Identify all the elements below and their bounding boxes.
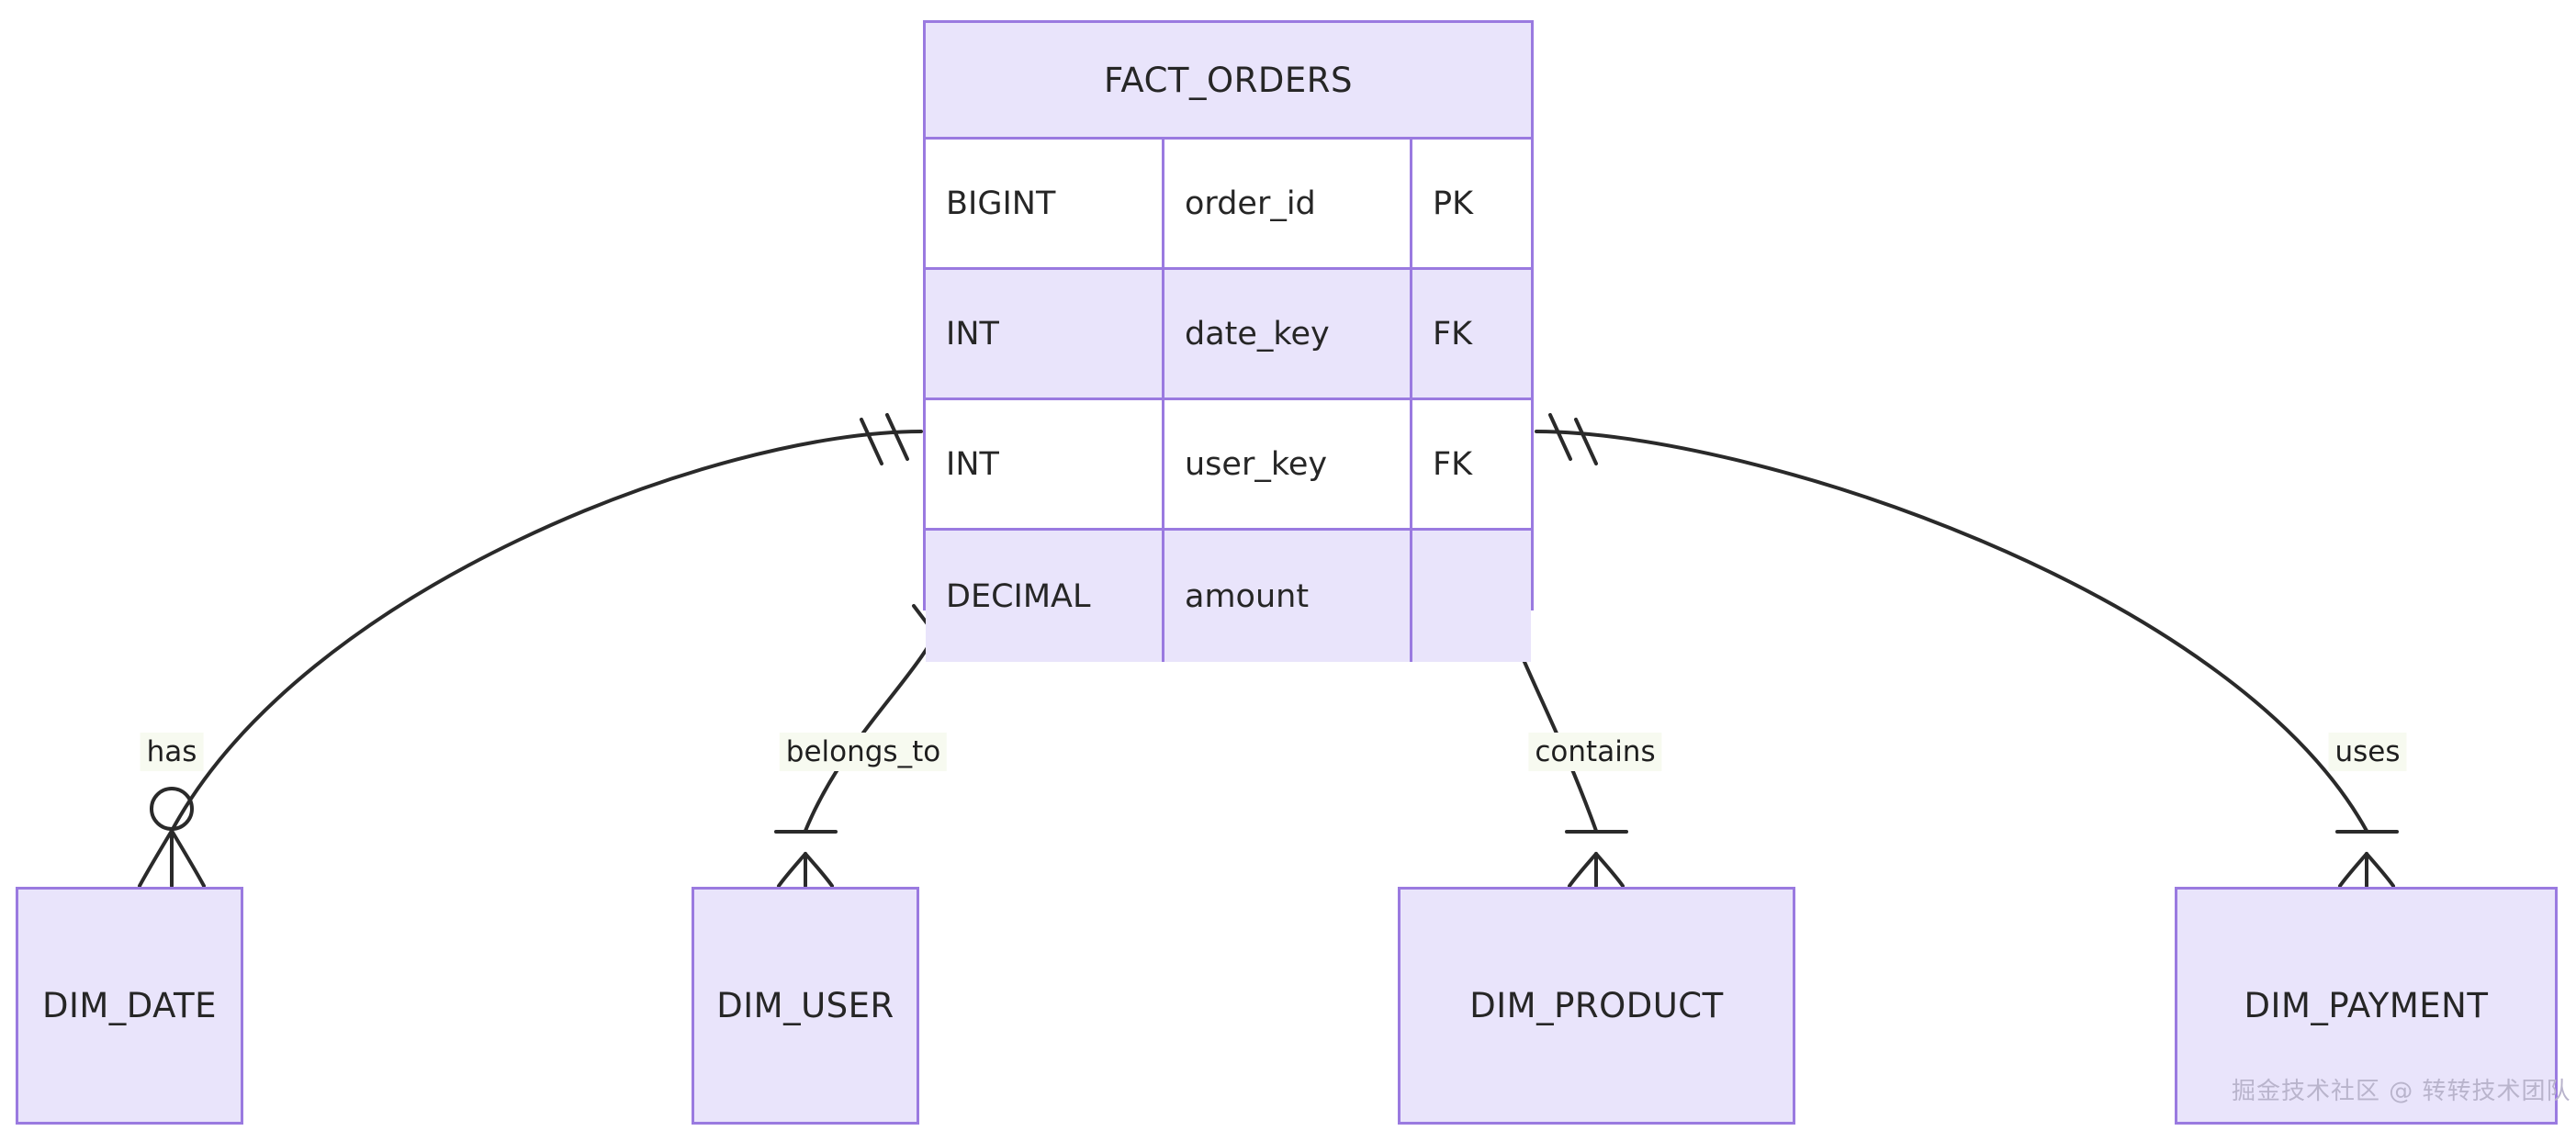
marker-bt-many-right <box>804 852 834 888</box>
table-row: INT date_key FK <box>926 270 1531 400</box>
column-type: DECIMAL <box>926 531 1164 662</box>
marker-us-one-b <box>1574 418 1598 465</box>
column-type: INT <box>926 270 1164 397</box>
marker-has-many-left <box>138 829 174 888</box>
column-key: FK <box>1433 315 1473 353</box>
relationship-label-has: has <box>140 733 204 771</box>
relationship-label-belongs-to: belongs_to <box>779 733 948 771</box>
marker-has-zero <box>150 787 194 831</box>
table-row: DECIMAL amount <box>926 531 1531 662</box>
column-name: amount <box>1164 531 1412 662</box>
marker-has-one-b <box>860 418 883 465</box>
marker-bt-many-left <box>777 852 807 888</box>
column-name: order_id <box>1164 140 1412 267</box>
watermark: 掘金技术社区 @ 转转技术团队 <box>2232 1078 2571 1105</box>
entity-dim-product[interactable]: DIM_PRODUCT <box>1398 887 1795 1125</box>
marker-has-many-right <box>170 829 206 888</box>
entity-fact-orders[interactable]: FACT_ORDERS BIGINT order_id PK INT date_… <box>923 20 1534 662</box>
column-type: BIGINT <box>926 140 1164 267</box>
entity-dim-payment[interactable]: DIM_PAYMENT <box>2175 887 2558 1125</box>
marker-us-many-left <box>2338 852 2368 888</box>
column-key <box>1412 531 1528 662</box>
marker-ct-many-left <box>1568 852 1598 888</box>
column-name: user_key <box>1164 400 1412 528</box>
relationship-label-uses: uses <box>2328 733 2407 771</box>
marker-us-many-right <box>2365 852 2395 888</box>
entity-dim-date[interactable]: DIM_DATE <box>16 887 243 1125</box>
table-row: BIGINT order_id PK <box>926 140 1531 270</box>
marker-us-one-a <box>1548 413 1572 461</box>
column-name: date_key <box>1164 270 1412 397</box>
marker-ct-many-right <box>1594 852 1625 888</box>
column-key: PK <box>1433 185 1474 222</box>
entity-dim-user[interactable]: DIM_USER <box>692 887 919 1125</box>
column-key: FK <box>1433 445 1473 483</box>
table-row: INT user_key FK <box>926 400 1531 531</box>
entity-title-fact-orders: FACT_ORDERS <box>926 23 1531 140</box>
relationship-label-contains: contains <box>1528 733 1662 771</box>
marker-has-one-a <box>885 413 909 461</box>
column-type: INT <box>926 400 1164 528</box>
